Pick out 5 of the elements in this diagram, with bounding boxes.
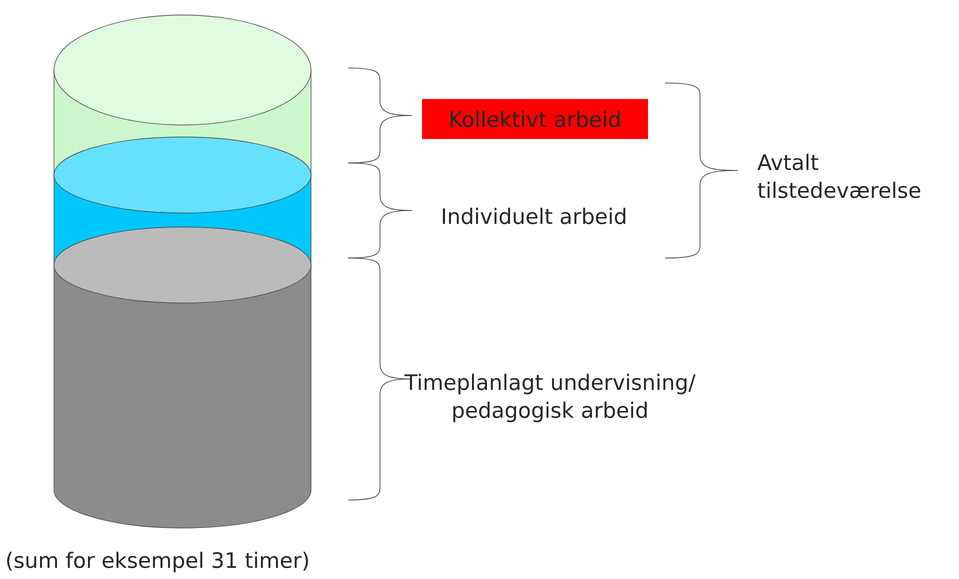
group-label: Avtalt tilstedeværelse — [757, 154, 920, 198]
section-label: Individuelt arbeid — [442, 208, 626, 224]
highlighted-label: Kollektivt arbeid — [422, 99, 648, 139]
sum-note: (sum for eksempel 31 timer) — [7, 552, 308, 572]
section-label: Timeplanlagt undervisning/ pedagogisk arbeid — [404, 374, 696, 422]
